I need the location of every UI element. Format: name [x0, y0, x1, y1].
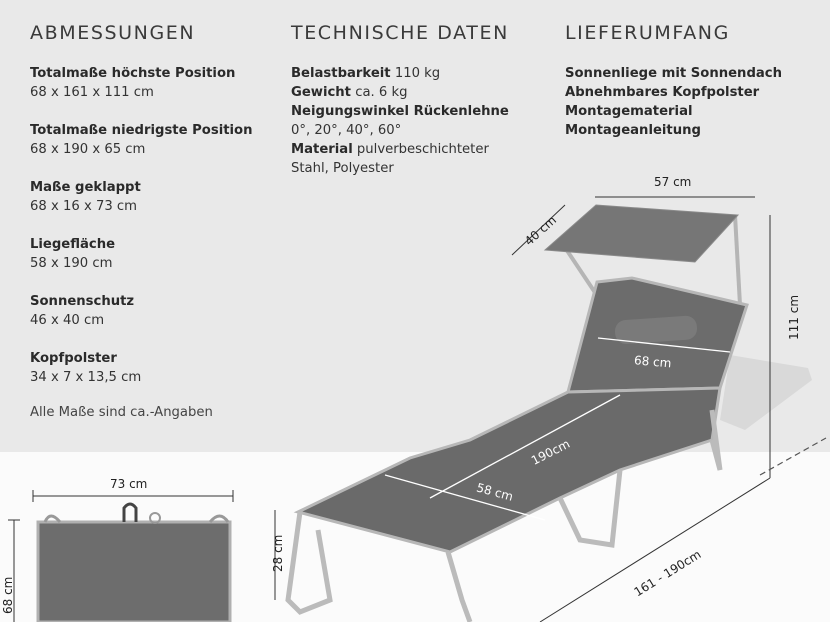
folded-clip	[208, 514, 230, 524]
scope-item: Montageanleitung	[565, 123, 701, 138]
spec-label: Totalmaße höchste Position	[30, 66, 236, 81]
folded-clip	[43, 514, 62, 523]
dim-label-back-width: 68 cm	[633, 353, 671, 370]
dim-line	[759, 437, 827, 476]
load-value: 110 kg	[394, 66, 441, 81]
angle-value: 0°, 20°, 40°, 60°	[291, 123, 402, 138]
dimensions-column: ABMESSUNGEN Totalmaße höchste Position 6…	[30, 22, 253, 406]
spec-value: 58 x 190 cm	[30, 256, 113, 271]
folded-hinge	[149, 512, 161, 524]
spec-label: Maße geklappt	[30, 180, 141, 195]
dim-line	[539, 477, 771, 622]
spec-item: Maße geklappt 68 x 16 x 73 cm	[30, 178, 253, 216]
technical-column: TECHNISCHE DATEN Belastbarkeit 110 kg Ge…	[291, 22, 509, 178]
dim-label-total-length: 161 - 190cm	[632, 547, 704, 599]
rear-leg	[709, 409, 723, 471]
seat-surface	[293, 386, 722, 554]
canopy-arm	[733, 214, 742, 306]
scope-item: Montagematerial	[565, 104, 693, 119]
spec-item: Kopfpolster 34 x 7 x 13,5 cm	[30, 349, 253, 387]
folded-lounger	[36, 520, 232, 622]
scope-column: LIEFERUMFANG Sonnenliege mit Sonnendach …	[565, 22, 782, 140]
front-leg	[445, 551, 473, 622]
dim-line	[429, 394, 621, 499]
dim-line	[511, 204, 566, 256]
approx-note: Alle Maße sind ca.-Angaben	[30, 405, 213, 420]
weight-label: Gewicht	[291, 85, 351, 100]
spec-value: 68 x 161 x 111 cm	[30, 85, 154, 100]
angle-row: Neigungswinkel Rückenlehne	[291, 102, 509, 121]
scope-heading: LIEFERUMFANG	[565, 22, 730, 44]
material-label: Material	[291, 142, 353, 157]
load-row: Belastbarkeit 110 kg	[291, 64, 509, 83]
scope-item: Abnehmbares Kopfpolster	[565, 85, 760, 100]
head-pillow	[615, 315, 697, 345]
spec-label: Liegefläche	[30, 237, 116, 252]
front-leg	[285, 511, 333, 615]
weight-value: ca. 6 kg	[355, 85, 408, 100]
shadow	[720, 355, 812, 430]
spec-item: Sonnenschutz 46 x 40 cm	[30, 292, 253, 330]
material-row: Material pulverbeschichteter	[291, 140, 509, 159]
canopy	[543, 204, 740, 263]
dim-label-folded-height: 68 cm	[1, 577, 15, 614]
spec-value: 46 x 40 cm	[30, 313, 105, 328]
spec-label: Sonnenschutz	[30, 294, 135, 309]
spec-item: Liegefläche 58 x 190 cm	[30, 235, 253, 273]
dim-label-folded-width: 73 cm	[110, 477, 147, 491]
dim-line	[597, 337, 731, 353]
rear-leg	[557, 469, 623, 548]
spec-label: Totalmaße niedrigste Position	[30, 123, 253, 138]
load-label: Belastbarkeit	[291, 66, 391, 81]
angle-label: Neigungswinkel Rückenlehne	[291, 104, 509, 119]
material-value: pulverbeschichteter	[356, 142, 489, 157]
dimensions-heading: ABMESSUNGEN	[30, 22, 196, 44]
dim-line	[384, 474, 546, 521]
weight-row: Gewicht ca. 6 kg	[291, 83, 509, 102]
material-value-2: Stahl, Polyester	[291, 161, 394, 176]
spec-item: Totalmaße niedrigste Position 68 x 190 x…	[30, 121, 253, 159]
spec-value: 68 x 190 x 65 cm	[30, 142, 146, 157]
technical-heading: TECHNISCHE DATEN	[291, 22, 509, 44]
dim-label-leg-height: 28 cm	[271, 535, 285, 572]
dim-label-canopy-width: 57 cm	[654, 175, 691, 189]
spec-label: Kopfpolster	[30, 351, 117, 366]
spec-value: 34 x 7 x 13,5 cm	[30, 370, 142, 385]
spec-item: Totalmaße höchste Position 68 x 161 x 11…	[30, 64, 253, 102]
scope-item: Sonnenliege mit Sonnendach	[565, 66, 782, 81]
spec-value: 68 x 16 x 73 cm	[30, 199, 138, 214]
folded-handle	[122, 502, 138, 522]
dim-label-height: 111 cm	[787, 295, 801, 340]
